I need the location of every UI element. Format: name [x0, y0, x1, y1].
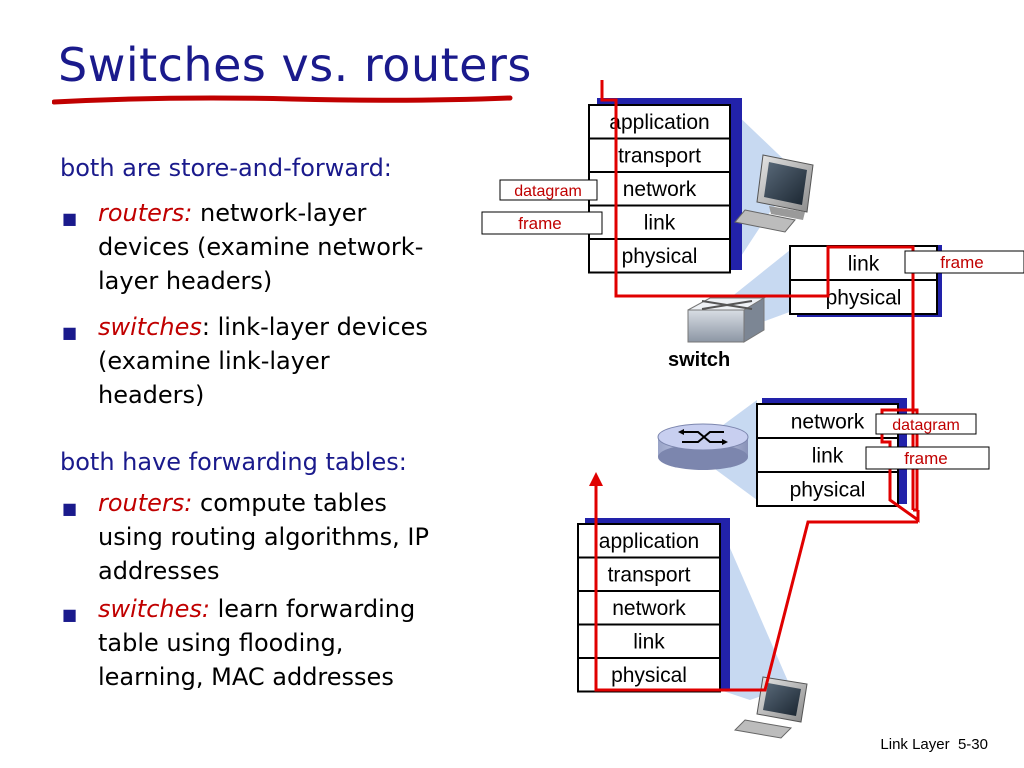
router-icon: [657, 423, 749, 470]
bullet-text-line: devices (examine network-: [98, 233, 424, 261]
bullet-text-line: network-layer: [200, 199, 367, 227]
stack-layer-transport: [588, 137, 731, 173]
bottom-host-stack: application transport network link physical: [577, 518, 730, 693]
tag-box: [875, 413, 977, 435]
tag-switch-frame: frame: [940, 253, 983, 272]
bullet-text-line: link-layer devices: [217, 313, 428, 341]
packet-path: [600, 80, 915, 510]
bullet-term: switches: [98, 313, 202, 341]
stack-label-physical: physical: [622, 245, 698, 268]
switch-label: switch: [668, 349, 730, 371]
stack-label-physical: physical: [790, 478, 866, 501]
tag-top-datagram: datagram: [514, 183, 582, 200]
bullet-switches-2: ■ switches: learn forwarding table using…: [62, 592, 416, 694]
bullet-switches-1: ■ switches: link-layer devices (examine …: [62, 310, 428, 412]
bullet-icon: ■: [62, 605, 78, 624]
stack-label-physical: physical: [826, 286, 902, 309]
bullet-text-line: table using flooding,: [98, 629, 344, 657]
stack-layer-physical: [756, 471, 899, 507]
stack-label-network: network: [791, 410, 865, 433]
tag-box: [499, 179, 598, 201]
bullet-text-line: using routing algorithms, IP: [98, 523, 429, 551]
switch-icon: [687, 297, 766, 343]
stack-label-network: network: [623, 178, 697, 201]
stack-label-link: link: [848, 252, 880, 275]
bullet-text-line: (examine link-layer: [98, 347, 330, 375]
stack-layer-application: [577, 523, 721, 559]
computer-icon: [734, 154, 814, 233]
stack-layer-physical: [577, 657, 721, 693]
bullet-text-line: compute tables: [200, 489, 387, 517]
tag-router-frame: frame: [904, 449, 947, 468]
tag-box: [865, 446, 990, 470]
tag-top-frame: frame: [518, 214, 561, 233]
bullet-icon: ■: [62, 209, 78, 228]
bullet-text-line: headers): [98, 381, 205, 409]
wedge-bottom-host: [720, 525, 790, 700]
bullet-icon: ■: [62, 323, 78, 342]
title-underline: [52, 95, 513, 105]
bullet-colon: :: [201, 313, 210, 341]
bullet-text-line: learning, MAC addresses: [98, 663, 394, 691]
stack-label-physical: physical: [611, 664, 687, 687]
footer-chapter: Link Layer: [880, 736, 950, 753]
stack-label-transport: transport: [608, 564, 691, 587]
bullet-text-line: learn forwarding: [217, 595, 416, 623]
footer: Link Layer 5-30: [880, 736, 988, 753]
section2-heading: both have forwarding tables:: [60, 448, 407, 476]
footer-page: 5-30: [957, 736, 988, 753]
stack-layer-network: [577, 590, 721, 626]
tag-box: [904, 250, 1024, 274]
stack-label-link: link: [644, 212, 676, 235]
tag-router-datagram: datagram: [892, 417, 960, 434]
stack-label-link: link: [812, 444, 844, 467]
stack-label-application: application: [609, 111, 709, 134]
top-host-stack: application transport network link physical: [588, 98, 742, 274]
packet-path: [880, 408, 920, 523]
tag-box: [481, 211, 603, 235]
bullet-term: switches:: [98, 595, 210, 623]
bullet-text-line: addresses: [98, 557, 220, 585]
bullet-term: routers:: [98, 199, 193, 227]
arrow-head: [589, 472, 603, 486]
stack-layer-application: [588, 104, 731, 140]
stack-label-application: application: [599, 530, 699, 553]
stack-label-network: network: [612, 597, 686, 620]
stack-layer-network: [756, 403, 899, 439]
stack-layer-transport: [577, 556, 721, 592]
bullet-term: routers:: [98, 489, 193, 517]
bullet-routers-1: ■ routers: network-layer devices (examin…: [62, 196, 424, 298]
section1-heading: both are store-and-forward:: [60, 154, 392, 182]
stack-layer-physical: [588, 238, 731, 274]
packet-path: [594, 480, 918, 692]
stack-label-link: link: [633, 631, 665, 654]
page-title: Switches vs. routers: [58, 38, 532, 92]
computer-icon: [733, 676, 808, 739]
bullet-routers-2: ■ routers: compute tables using routing …: [62, 486, 429, 588]
stack-label-transport: transport: [618, 145, 701, 168]
bullet-icon: ■: [62, 499, 78, 518]
bullet-text-line: layer headers): [98, 267, 273, 295]
